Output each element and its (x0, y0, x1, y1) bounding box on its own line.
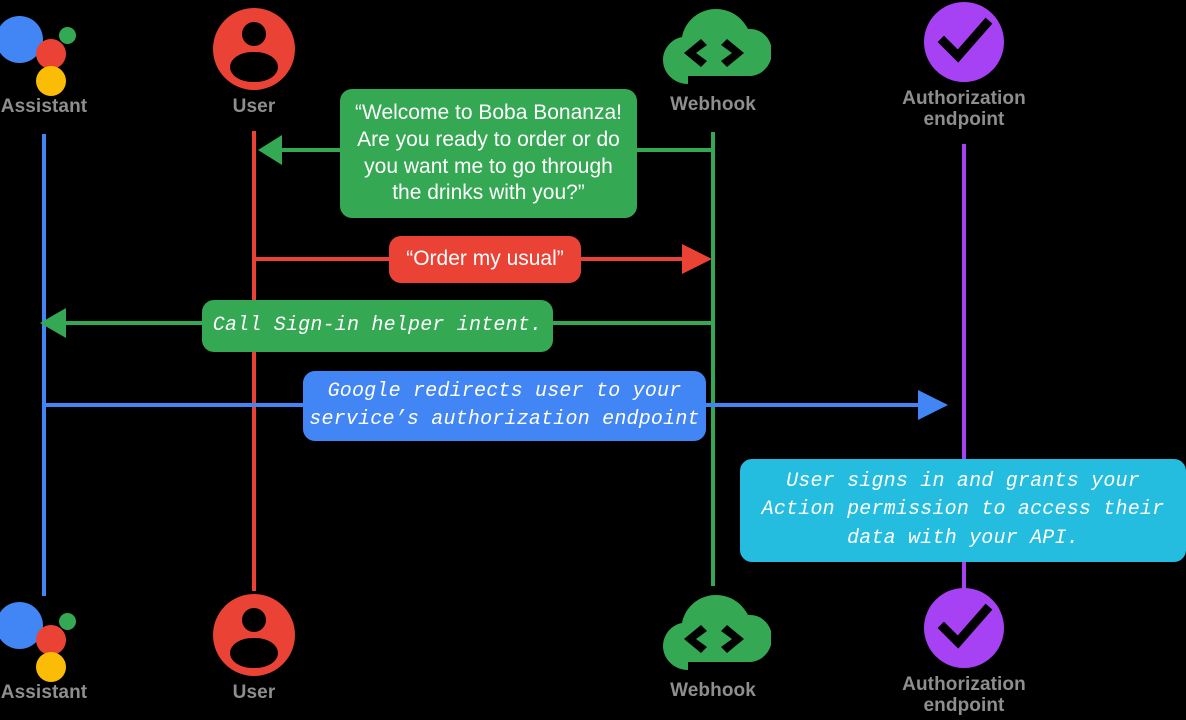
arrowhead-sign-in-helper-left (40, 308, 66, 338)
actor-label-assistant: Assistant (0, 96, 88, 117)
message-bubble-user-signs-in[interactable]: User signs in and grants your Action per… (740, 459, 1186, 562)
actor-user-top: User (154, 8, 354, 117)
message-line: service’s authorization endpoint (309, 408, 700, 431)
user-avatar-head (242, 608, 266, 632)
message-line: User signs in and grants your (786, 469, 1140, 493)
assistant-dot-blue (0, 16, 43, 63)
arrowhead-google-redirect-right (918, 390, 948, 420)
message-line: the drinks with you?” (392, 181, 585, 205)
message-line: “Welcome to Boba Bonanza! (355, 101, 622, 125)
actor-assistant-top: Assistant (0, 8, 144, 117)
actor-label-authorization: Authorization endpoint (864, 674, 1064, 717)
actor-label-authorization-line2: endpoint (923, 109, 1005, 131)
user-avatar-icon (213, 8, 295, 90)
user-avatar-icon (213, 594, 295, 676)
message-line: “Order my usual” (406, 247, 564, 271)
message-line: Call Sign-in helper intent. (212, 313, 543, 337)
user-avatar-body (230, 638, 278, 668)
actor-authorization-bottom: Authorization endpoint (864, 588, 1064, 717)
actor-user-bottom: User (154, 594, 354, 703)
assistant-dot-red (36, 625, 66, 655)
check-badge-circle (924, 588, 1004, 668)
assistant-dot-green (59, 27, 76, 44)
actor-webhook-bottom: Webhook (613, 592, 813, 701)
assistant-dot-yellow (36, 66, 66, 96)
message-line: Are you ready to order or do (357, 127, 620, 151)
actor-webhook-top: Webhook (613, 6, 813, 115)
cloud-code-icon (655, 592, 772, 674)
google-assistant-icon (0, 8, 94, 96)
actor-label-authorization: Authorization endpoint (864, 88, 1064, 131)
purple-check-icon (924, 2, 1004, 82)
google-assistant-icon (0, 594, 94, 682)
actor-label-authorization-line1: Authorization (902, 88, 1026, 109)
arrowhead-welcome-left (258, 135, 282, 165)
cloud-code-icon (655, 6, 772, 88)
message-bubble-order-my-usual[interactable]: “Order my usual” (389, 236, 581, 283)
message-line: data with your API. (847, 526, 1079, 550)
message-line: Google redirects user to your (327, 379, 682, 403)
actor-label-authorization-line1: Authorization (902, 674, 1026, 695)
user-avatar-ring (213, 594, 295, 676)
actor-assistant-bottom: Assistant (0, 594, 144, 703)
actor-label-assistant: Assistant (0, 682, 88, 703)
actor-authorization-top: Authorization endpoint (864, 2, 1064, 131)
arrowhead-order-right (682, 244, 712, 274)
actor-label-user: User (232, 682, 276, 703)
actor-label-webhook: Webhook (670, 94, 756, 115)
actor-label-webhook: Webhook (670, 680, 756, 701)
lifeline-assistant (42, 134, 46, 596)
message-line: you want me to go through (364, 154, 613, 178)
message-bubble-call-sign-in-helper[interactable]: Call Sign-in helper intent. (202, 300, 553, 352)
user-avatar-ring (213, 8, 295, 90)
lifeline-webhook (711, 132, 715, 586)
check-badge-circle (924, 2, 1004, 82)
actor-label-authorization-line2: endpoint (923, 695, 1005, 717)
user-avatar-body (230, 52, 278, 82)
actor-label-user: User (232, 96, 276, 117)
lifeline-user (252, 131, 256, 591)
lifeline-authorization (962, 144, 966, 596)
message-line: Action permission to access their (761, 498, 1165, 522)
assistant-dot-green (59, 613, 76, 630)
message-bubble-welcome[interactable]: “Welcome to Boba Bonanza! Are you ready … (340, 89, 637, 218)
message-bubble-google-redirect[interactable]: Google redirects user to your service’s … (303, 371, 706, 441)
purple-check-icon (924, 588, 1004, 668)
assistant-dot-yellow (36, 652, 66, 682)
assistant-dot-red (36, 39, 66, 69)
assistant-dot-blue (0, 602, 43, 649)
user-avatar-head (242, 22, 266, 46)
